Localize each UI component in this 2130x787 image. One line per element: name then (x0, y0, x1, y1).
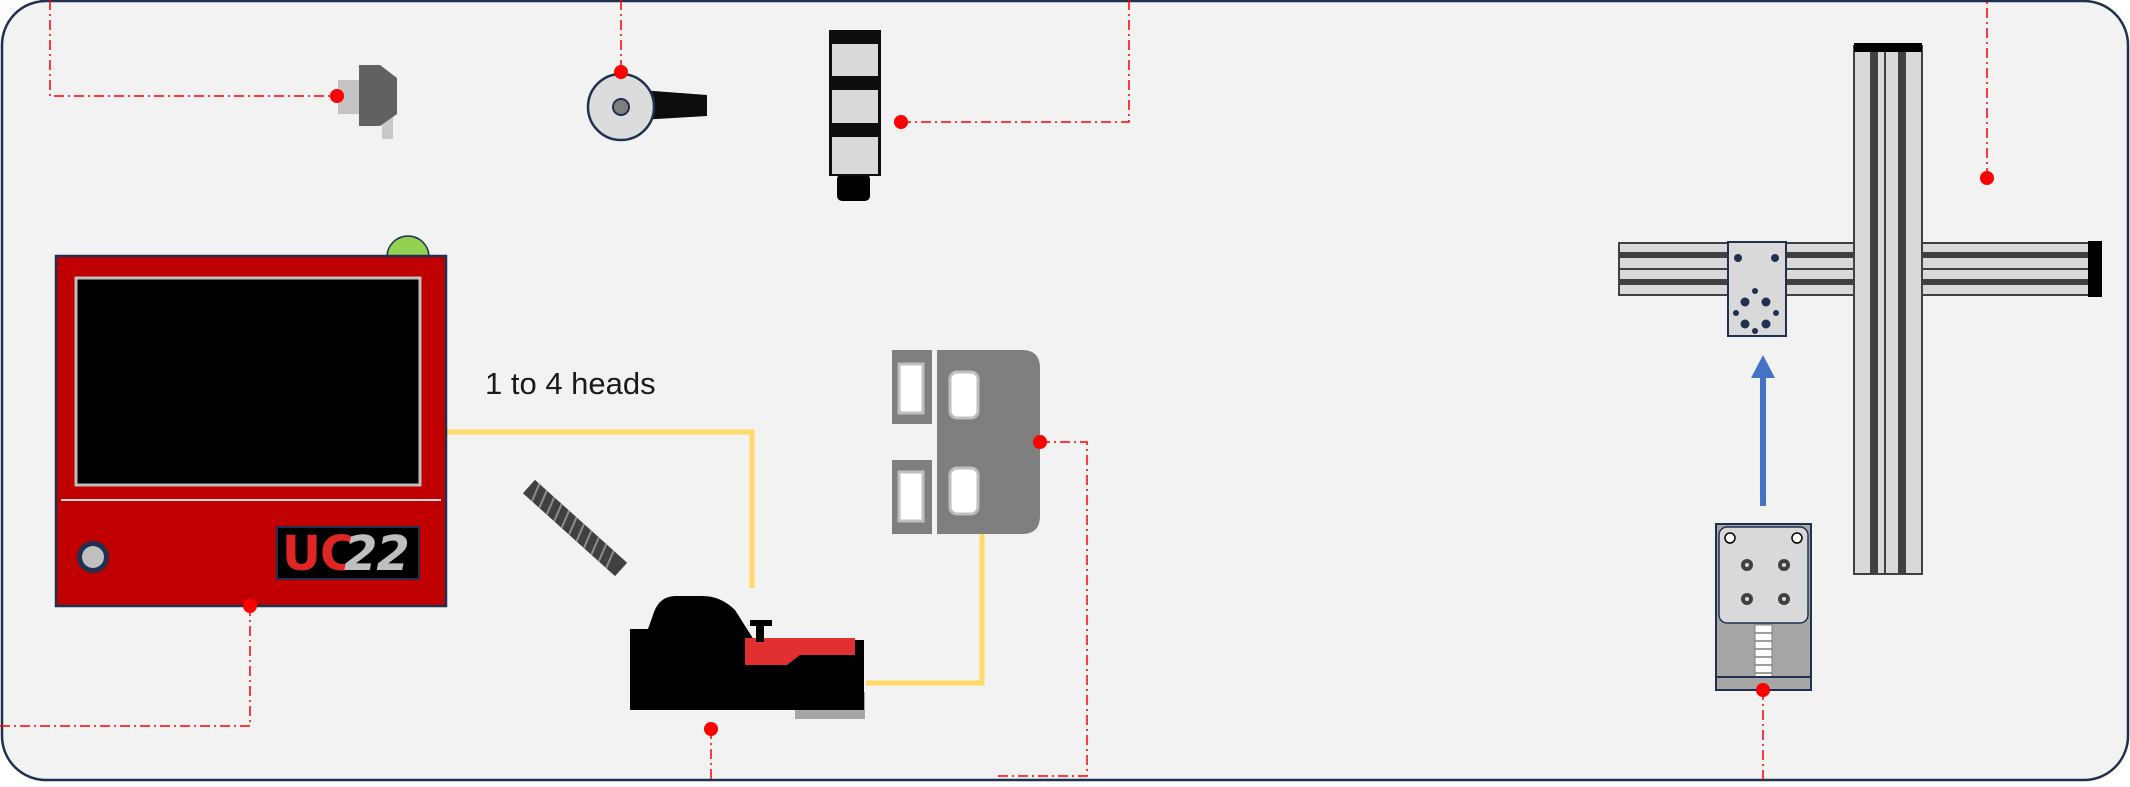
signal-cables (446, 429, 985, 686)
slide-carriage-icon (1715, 523, 1812, 691)
callout-dots (243, 65, 1994, 736)
callout-dot-gantry (1980, 171, 1994, 185)
callout-dot-screw-sensor (330, 89, 344, 103)
heads-label: 1 to 4 heads (485, 366, 656, 401)
callout-dot-slide (1756, 683, 1770, 697)
callout-dot-fork-sensor (1033, 435, 1047, 449)
brand-prefix: UC (282, 526, 355, 582)
callout-line-controller (0, 606, 251, 727)
xy-gantry-icon (1618, 43, 2102, 575)
brand-suffix: 22 (344, 526, 410, 582)
stack-light-icon (829, 30, 881, 201)
callout-dot-rotary-knob (614, 65, 628, 79)
controller-brand-logo: UC 22 (279, 530, 417, 578)
callout-dot-stack-light (894, 115, 908, 129)
uc22-controller-icon (54, 235, 448, 608)
cable-controller-to-gripper (446, 429, 755, 588)
rotary-knob-icon (586, 72, 707, 142)
callout-line-screw-sensor (49, 0, 337, 97)
cable-gripper-to-fork-sensor (866, 533, 985, 686)
callout-line-fork-sensor (994, 441, 1088, 777)
callout-lines (0, 0, 1988, 782)
motion-arrow (1751, 355, 1775, 506)
callout-line-stack-light (901, 0, 1130, 123)
gripper-head-icon (522, 479, 865, 719)
callout-dot-gripper (704, 722, 718, 736)
fork-sensor-icon (892, 350, 1040, 534)
callout-dot-controller (243, 599, 257, 613)
